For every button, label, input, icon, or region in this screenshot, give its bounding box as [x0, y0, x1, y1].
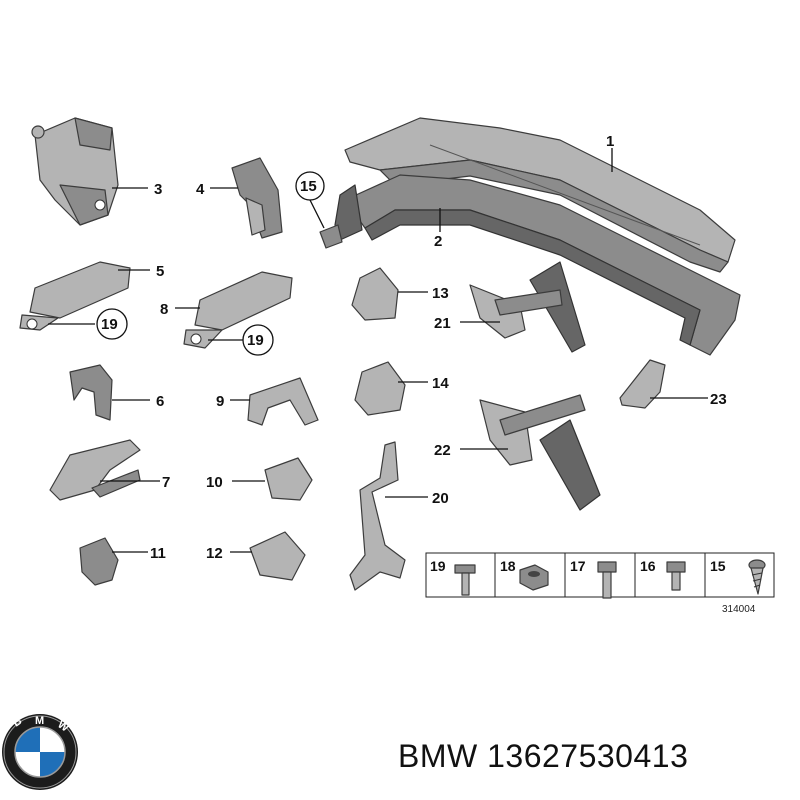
callout-20: 20 [432, 490, 449, 507]
svg-text:M: M [35, 715, 44, 727]
part-23-bracket [619, 359, 666, 409]
callout-1: 1 [606, 133, 614, 150]
callout-4: 4 [196, 181, 205, 198]
callout-labels: 1 2 3 4 15 5 19 8 19 6 9 7 10 11 12 13 2… [96, 133, 727, 562]
table-cell-18: 18 [500, 558, 516, 574]
table-cell-17: 17 [570, 558, 586, 574]
callout-15: 15 [300, 178, 317, 195]
part-12-clip [249, 531, 306, 581]
part-14-clip [354, 361, 406, 416]
table-cell-16: 16 [640, 558, 656, 574]
bolt-16-icon [666, 561, 686, 591]
nut-18-icon [519, 564, 549, 591]
part-3-bracket [31, 117, 119, 226]
callout-19b-circle [242, 324, 274, 356]
part-9-holder [247, 377, 319, 426]
callout-19b: 19 [247, 332, 264, 349]
part-7-bracket [49, 439, 141, 501]
callout-14: 14 [432, 375, 449, 392]
callout-21: 21 [434, 315, 451, 332]
leader-lines [48, 148, 708, 553]
screw-15-icon [748, 559, 766, 595]
part-5-plate-bracket [19, 261, 131, 331]
bolt-19-icon [454, 564, 476, 596]
callout-8: 8 [160, 301, 168, 318]
table-cell-19: 19 [430, 558, 446, 574]
part-20-bracket [349, 441, 406, 591]
callout-13: 13 [432, 285, 449, 302]
callout-9: 9 [216, 393, 224, 410]
callout-6: 6 [156, 393, 164, 410]
fastener-table: 19 18 17 16 15 [425, 552, 775, 615]
part-13-clip [351, 267, 399, 321]
diagram-reference-number: 314004 [722, 604, 756, 615]
callout-12: 12 [206, 545, 223, 562]
part-6-clip [69, 364, 113, 421]
part-21-bracket [469, 261, 586, 353]
part-10-clip [264, 457, 313, 501]
table-cell-15: 15 [710, 558, 726, 574]
callout-7: 7 [162, 474, 170, 491]
callout-15-circle [295, 171, 325, 201]
callout-11: 11 [150, 545, 166, 562]
callout-10: 10 [206, 474, 223, 491]
bmw-logo: B M W [2, 714, 78, 790]
callout-3: 3 [154, 181, 162, 198]
part-4-clip [231, 157, 283, 239]
part-22-bracket [479, 394, 601, 511]
callout-19a-circle [96, 308, 128, 340]
part-2-cable-channel [334, 174, 741, 356]
callout-19a: 19 [101, 316, 118, 333]
part-15-angle-bracket [319, 224, 343, 249]
callout-22: 22 [434, 442, 451, 459]
part-8-plate-bracket [183, 271, 293, 349]
callout-2: 2 [434, 233, 442, 250]
callout-23: 23 [710, 391, 727, 408]
part-11-clip [79, 537, 119, 586]
part-number-caption: BMW 13627530413 [398, 738, 689, 774]
callout-5: 5 [156, 263, 164, 280]
bolt-17-icon [597, 561, 617, 599]
